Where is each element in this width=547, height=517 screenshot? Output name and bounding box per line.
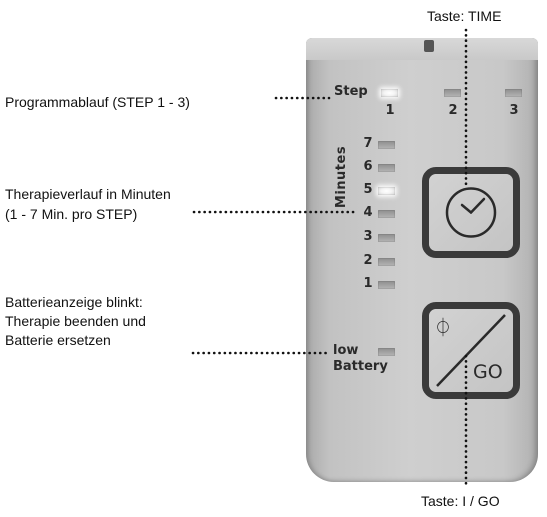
minute-number-5: 5	[363, 182, 373, 197]
go-button[interactable]: ⏀ GO	[422, 302, 520, 399]
callout-therapy-line1: Therapieverlauf in Minuten	[5, 186, 171, 202]
device-top-edge	[306, 38, 538, 60]
step-label: Step	[334, 84, 368, 99]
callout-battery-line2: Therapie beenden und	[5, 313, 146, 329]
power-icon: ⏀	[434, 318, 452, 339]
low-battery-label-line2: Battery	[333, 359, 388, 374]
minute-led-7	[378, 141, 395, 149]
minute-number-3: 3	[363, 229, 373, 244]
minute-led-2	[378, 258, 395, 266]
step-number-1: 1	[385, 103, 395, 118]
low-battery-led	[378, 348, 395, 356]
callout-therapy-line2: (1 - 7 Min. pro STEP)	[5, 206, 138, 222]
minute-number-6: 6	[363, 159, 373, 174]
step-led-3	[505, 89, 522, 97]
device-top-nub	[424, 40, 434, 52]
step-led-1	[381, 89, 398, 97]
callout-battery-line1: Batterieanzeige blinkt:	[5, 294, 143, 310]
callout-step-program: Programmablauf (STEP 1 - 3)	[5, 94, 190, 110]
minute-led-5	[378, 187, 395, 195]
callout-battery-line3: Batterie ersetzen	[5, 332, 111, 348]
minute-number-4: 4	[363, 205, 373, 220]
minute-number-7: 7	[363, 136, 373, 151]
minute-led-4	[378, 210, 395, 218]
device-body	[306, 38, 538, 482]
minute-led-3	[378, 234, 395, 242]
step-led-2	[444, 89, 461, 97]
go-label: GO	[473, 361, 503, 383]
minute-number-2: 2	[363, 253, 373, 268]
callout-time-button: Taste: TIME	[427, 8, 502, 24]
step-number-2: 2	[448, 103, 458, 118]
step-number-3: 3	[509, 103, 519, 118]
diagonal-divider	[436, 314, 506, 387]
minute-number-1: 1	[363, 276, 373, 291]
clock-icon	[445, 187, 497, 238]
minute-led-6	[378, 164, 395, 172]
minute-led-1	[378, 281, 395, 289]
low-battery-label-line1: low	[333, 343, 359, 358]
time-button[interactable]	[422, 167, 520, 258]
callout-go-button: Taste: I / GO	[421, 493, 500, 509]
